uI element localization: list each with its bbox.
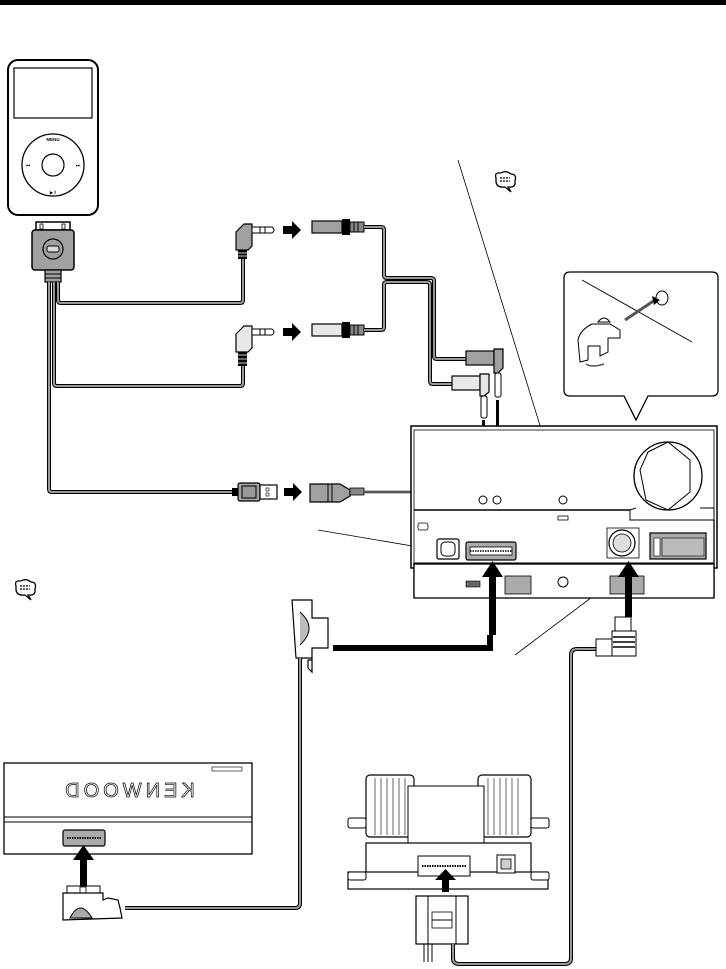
note-speech-bubble-icon — [494, 171, 517, 193]
ipod-screen — [13, 67, 93, 119]
mini-plug-lower — [235, 325, 275, 366]
dock-connector — [31, 221, 75, 283]
tuner-long-cable — [451, 647, 596, 966]
extension-jack-upper — [311, 219, 365, 235]
ipod-menu-label: MENU — [46, 137, 59, 142]
ipod-play-label: ▶ ‖ — [50, 190, 57, 195]
interface-long-cable — [125, 658, 302, 910]
extension-cables — [364, 225, 466, 386]
ipod-device: MENU ⏮ ⏭ ▶ ‖ — [7, 59, 99, 216]
tuner-plug — [415, 895, 469, 962]
arrow-right-icon — [283, 221, 301, 239]
mounting-clip-callout — [563, 271, 719, 422]
head-unit-rear-panel — [410, 425, 718, 599]
right-angle-plug-upper — [465, 348, 504, 398]
ipod-center-button — [41, 153, 65, 177]
interface-plug-bottom — [62, 885, 123, 921]
interface-cable-thick — [333, 635, 493, 651]
rca-jack-right — [492, 495, 502, 505]
ipod-prev-label: ⏮ — [26, 163, 31, 169]
kenwood-logo: KENWOOD — [61, 780, 195, 802]
dock-cables — [47, 258, 245, 494]
extension-jack-lower — [311, 322, 365, 338]
note-speech-bubble-icon — [14, 579, 37, 601]
ipod-next-label: ⏭ — [76, 163, 81, 169]
right-angle-plug-lower — [451, 373, 490, 419]
arrow-up-icon — [482, 561, 503, 635]
kenwood-box-connector — [62, 829, 106, 847]
tuner-module-box — [347, 774, 550, 890]
ground-terminal — [558, 495, 568, 505]
arrow-right-icon — [283, 323, 301, 341]
kenwood-interface-box: KENWOOD — [3, 762, 253, 855]
din-plug — [595, 616, 637, 657]
arrow-right-icon — [284, 483, 302, 501]
rca-jack-left — [478, 495, 488, 505]
mini-plug-upper — [235, 223, 275, 259]
usb-plug — [232, 482, 278, 502]
header-bar — [0, 0, 726, 5]
fan-icon — [633, 441, 703, 511]
arrow-up-icon — [73, 845, 94, 892]
arrow-up-icon — [435, 869, 456, 892]
arrow-up-icon — [618, 561, 639, 617]
interface-plug-side — [291, 599, 329, 674]
